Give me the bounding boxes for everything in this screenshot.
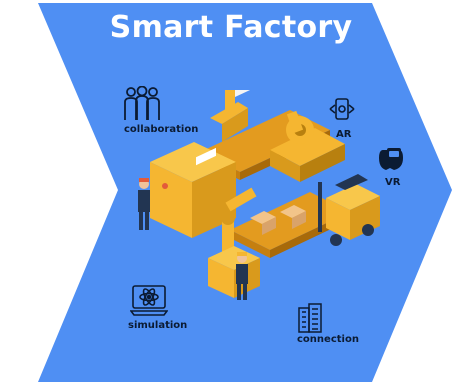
ar-label: AR — [336, 129, 352, 140]
connection-label: connection — [297, 334, 359, 345]
robot-arm-bottom — [221, 187, 257, 258]
vr-headset-icon — [379, 148, 403, 170]
ar-headset-icon — [329, 98, 355, 120]
robot-right — [270, 110, 345, 182]
bottom-machine — [208, 246, 260, 298]
worker-bottom — [236, 252, 248, 300]
robot-arm-top — [210, 90, 248, 142]
worker-left — [138, 178, 150, 230]
forklift — [318, 174, 380, 246]
people-group-icon — [124, 86, 160, 120]
simulation-atom-icon — [130, 285, 168, 316]
vr-label: VR — [385, 177, 401, 188]
page-title: Smart Factory — [109, 10, 353, 45]
connection-building-icon — [298, 303, 322, 333]
factory-illustration — [138, 90, 380, 300]
collaboration-label: collaboration — [124, 124, 199, 135]
simulation-label: simulation — [128, 320, 188, 331]
